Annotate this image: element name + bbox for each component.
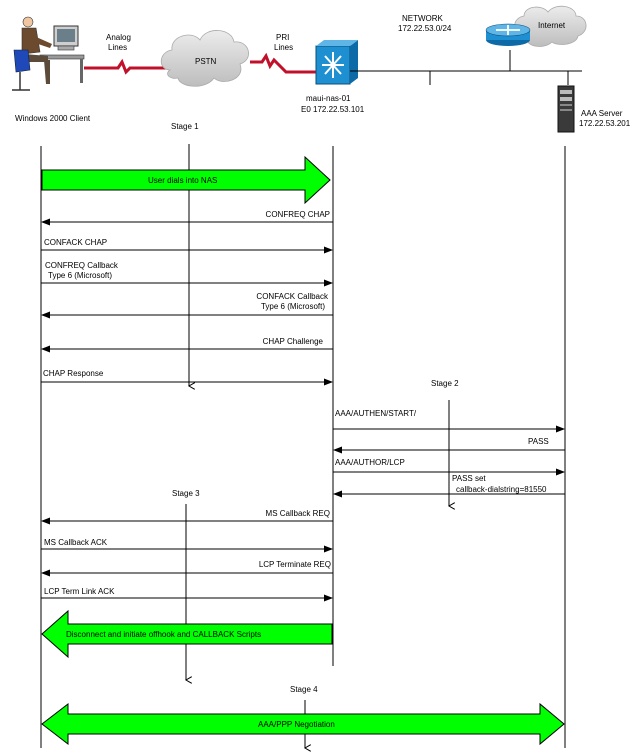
- confreq-chap-label: CONFREQ CHAP: [266, 210, 330, 219]
- author-lcp-label: AAA/AUTHOR/LCP: [335, 458, 405, 467]
- aaa-title: AAA Server: [581, 109, 623, 118]
- lcp-terminate-req-label: LCP Terminate REQ: [259, 560, 331, 569]
- network-title: NETWORK: [402, 14, 444, 23]
- user-dials-label: User dials into NAS: [148, 176, 217, 185]
- nas-name: maui-nas-01: [306, 94, 351, 103]
- aaa-ppp-arrow: [41, 702, 565, 746]
- nas-router-icon: [315, 40, 358, 85]
- pri-label-1: PRI: [276, 33, 289, 42]
- pass-set-label-2: callback-dialstring=81550: [456, 485, 547, 494]
- pri-label-2: Lines: [274, 43, 293, 52]
- stage1-label: Stage 1: [171, 122, 199, 131]
- analog-label-1: Analog: [106, 33, 131, 42]
- pri-line: [250, 52, 316, 74]
- chap-response-label: CHAP Response: [43, 369, 104, 378]
- lcp-term-ack-label: LCP Term Link ACK: [44, 587, 115, 596]
- aaa-ppp-label: AAA/PPP Negotiation: [258, 720, 335, 729]
- aaa-ip: 172.22.53.201: [579, 119, 631, 128]
- disconnect-label: Disconnect and initiate offhook and CALL…: [66, 630, 261, 639]
- network-subnet: 172.22.53.0/24: [398, 24, 452, 33]
- analog-label-2: Lines: [108, 43, 127, 52]
- stage2-label: Stage 2: [431, 379, 459, 388]
- user-dials-arrow: [41, 155, 331, 205]
- stage3-label: Stage 3: [172, 489, 200, 498]
- authen-start-label: AAA/AUTHEN/START/: [335, 409, 417, 418]
- analog-line: [84, 58, 168, 75]
- pstn-label: PSTN: [195, 57, 217, 66]
- router-icon: [485, 23, 531, 46]
- aaa-server-icon: [557, 85, 575, 133]
- client-workstation-icon: [12, 16, 85, 91]
- pass-set-label-1: PASS set: [452, 474, 486, 483]
- confreq-callback-label-1: CONFREQ Callback: [45, 261, 119, 270]
- confreq-callback-label-2: Type 6 (Microsoft): [48, 271, 112, 280]
- confack-callback-label-1: CONFACK Callback: [256, 292, 329, 301]
- disconnect-arrow: [41, 609, 333, 659]
- confack-callback-label-2: Type 6 (Microsoft): [261, 302, 325, 311]
- confack-chap-label: CONFACK CHAP: [44, 238, 107, 247]
- pass-label: PASS: [528, 437, 549, 446]
- stage4-label: Stage 4: [290, 685, 318, 694]
- internet-cloud-icon: [514, 5, 587, 47]
- ms-callback-req-label: MS Callback REQ: [266, 509, 330, 518]
- chap-challenge-label: CHAP Challenge: [263, 337, 324, 346]
- internet-label: Internet: [538, 21, 566, 30]
- nas-ip: E0 172.22.53.101: [301, 105, 365, 114]
- ms-callback-ack-label: MS Callback ACK: [44, 538, 108, 547]
- pstn-cloud-icon: [160, 30, 249, 87]
- client-label: Windows 2000 Client: [15, 114, 91, 123]
